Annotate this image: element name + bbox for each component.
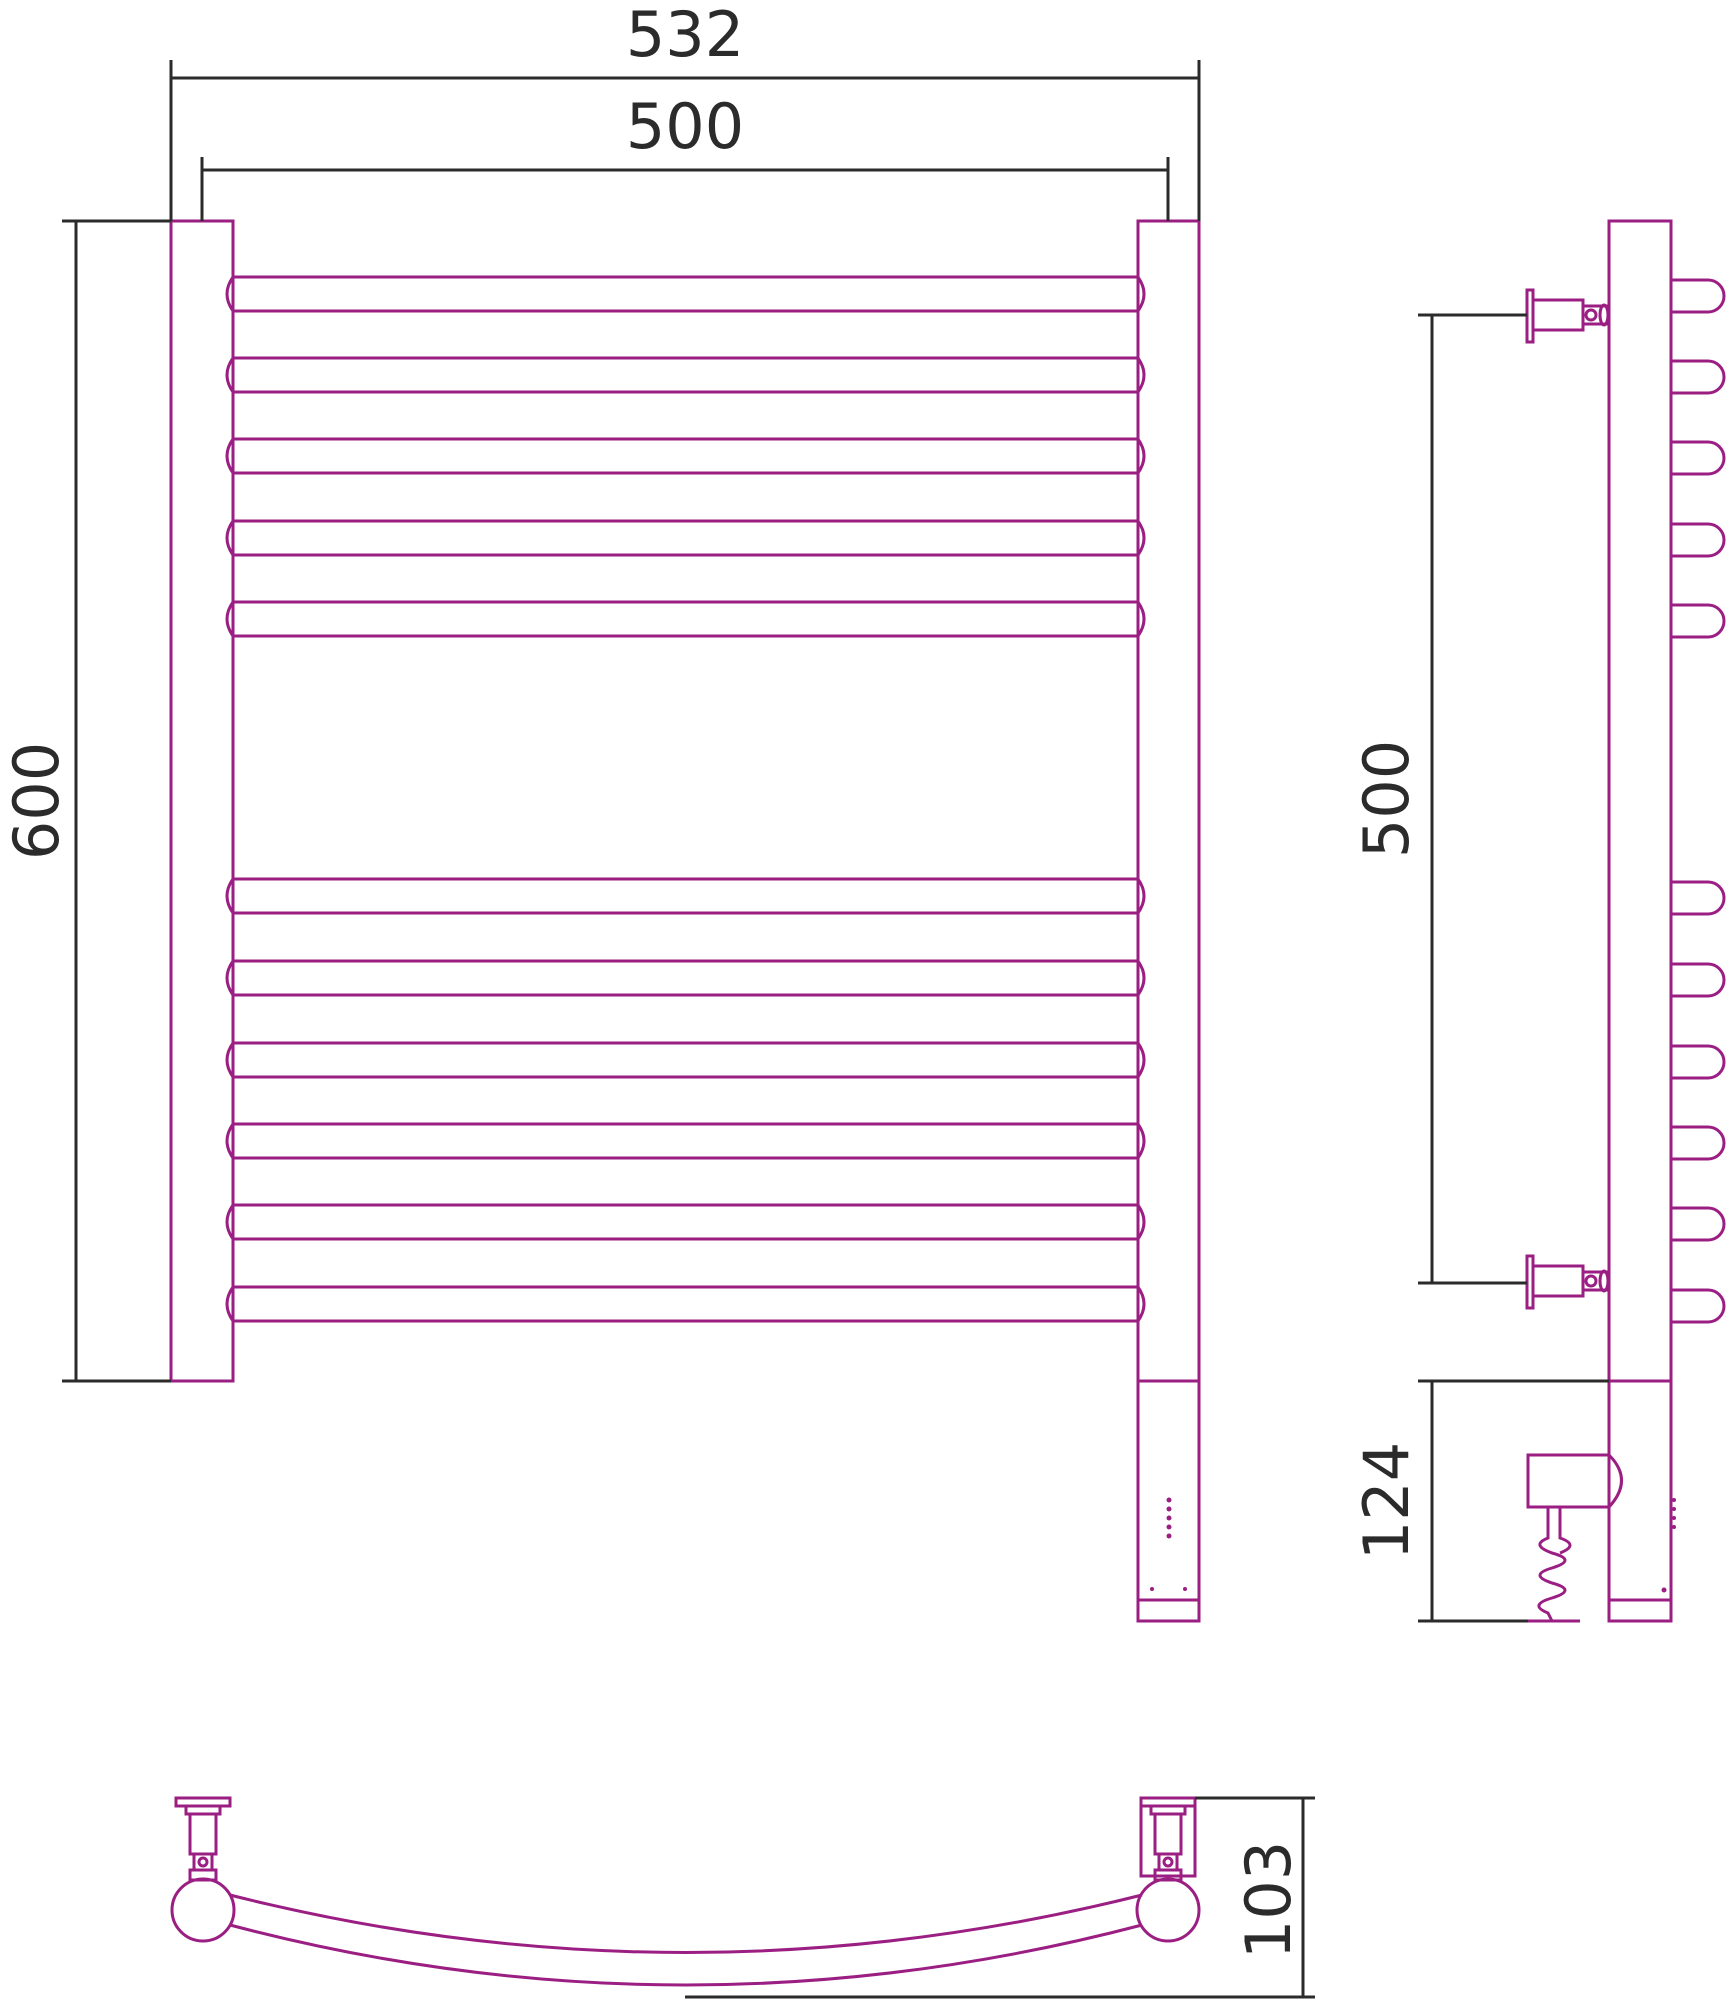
front-rung-10	[225, 1203, 1146, 1241]
left-riser	[169, 219, 235, 1383]
dimension-height: 600	[0, 742, 73, 860]
side-riser	[1607, 219, 1673, 1623]
front-rung-5	[225, 600, 1146, 638]
side-rung-3	[1671, 440, 1726, 476]
front-rung-1	[225, 275, 1146, 313]
top-dimension-lines	[685, 1796, 1315, 1999]
side-rung-4	[1671, 522, 1726, 558]
side-rung-10	[1671, 1206, 1726, 1242]
side-dimension-lines	[1418, 313, 1609, 1623]
dimension-center-width: 500	[626, 90, 744, 163]
lower-wall-bracket	[1525, 1254, 1611, 1310]
right-riser-section	[1135, 1877, 1201, 1943]
dimension-heater-height: 124	[1350, 1442, 1423, 1560]
front-rung-8	[225, 1041, 1146, 1079]
front-dimension-lines	[62, 60, 1201, 1383]
side-rung-2	[1671, 359, 1726, 395]
heater-cable-spiral	[1537, 1507, 1567, 1622]
front-rung-6	[225, 877, 1146, 915]
side-rung-6	[1671, 880, 1726, 916]
heater-head	[1526, 1453, 1623, 1509]
curved-rung-outer	[229, 1923, 1143, 1987]
dimension-connection-distance: 500	[1350, 740, 1423, 858]
front-rungs	[225, 275, 1146, 1323]
dimension-overall-width: 532	[626, 0, 744, 71]
left-riser-section	[170, 1877, 236, 1943]
side-view	[1525, 219, 1726, 1623]
side-rung-9	[1671, 1125, 1726, 1161]
side-rungs	[1671, 278, 1726, 1324]
side-rung-5	[1671, 603, 1726, 639]
front-rung-4	[225, 519, 1146, 557]
front-rung-9	[225, 1122, 1146, 1160]
side-rung-11	[1671, 1288, 1726, 1324]
front-rung-2	[225, 356, 1146, 394]
heater-housing	[1136, 1379, 1201, 1623]
top-view	[170, 1796, 1201, 1987]
front-view	[169, 219, 1201, 1623]
curved-rung-inner	[229, 1893, 1143, 1954]
right-riser	[1136, 219, 1201, 1383]
front-rung-3	[225, 437, 1146, 475]
front-rung-7	[225, 959, 1146, 997]
heater-indicator-dots	[1150, 1497, 1187, 1591]
dimension-depth: 103	[1232, 1841, 1305, 1959]
side-rung-7	[1671, 962, 1726, 998]
upper-wall-bracket	[1525, 288, 1611, 344]
front-rung-11	[225, 1285, 1146, 1323]
side-rung-8	[1671, 1044, 1726, 1080]
side-rung-1	[1671, 278, 1726, 314]
